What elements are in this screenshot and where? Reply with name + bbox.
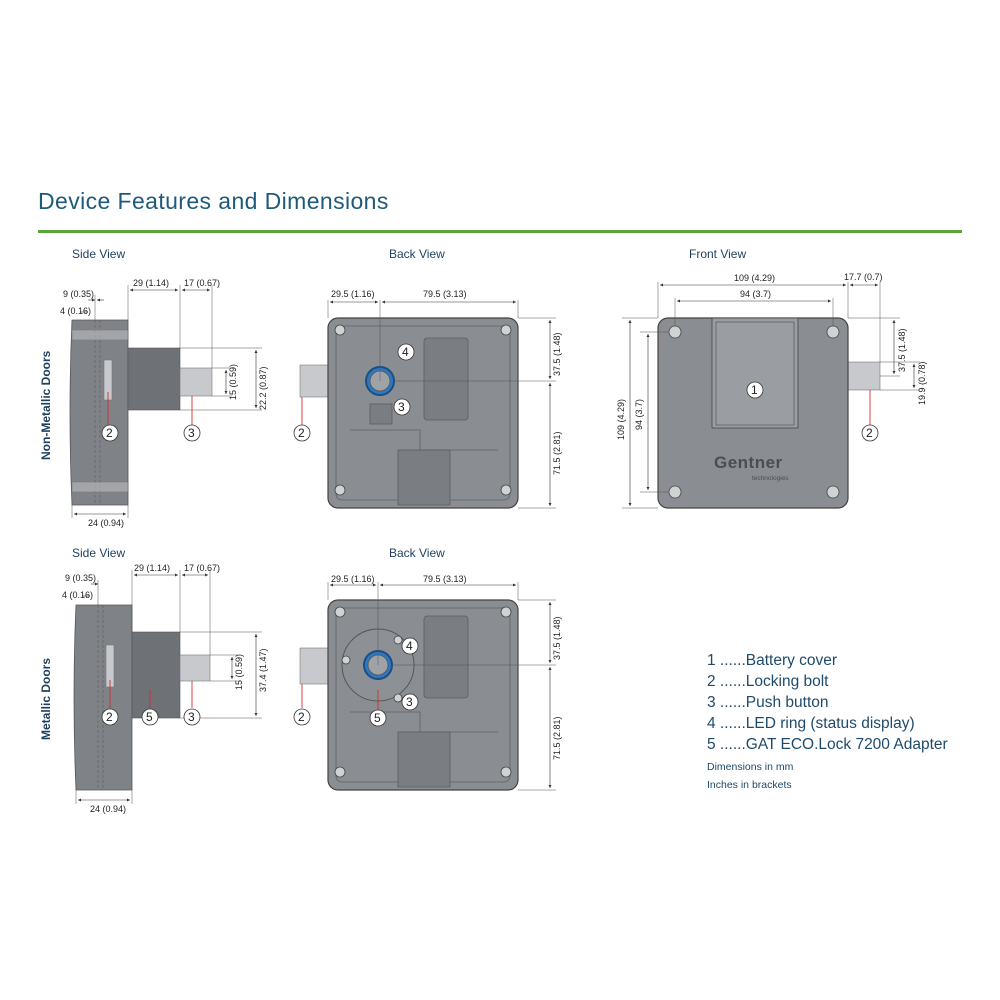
dim-17-bottom: 17 (0.67): [184, 563, 220, 573]
back-view-non-metallic: [299, 317, 519, 509]
dim-22-top: 22.2 (0.87): [258, 366, 268, 410]
dim-4-bottom: 4 (0.16): [62, 590, 93, 600]
dim-17-7: 17.7 (0.7): [844, 272, 883, 282]
callout-3-back-bottom: 3: [406, 695, 413, 709]
page-title: Device Features and Dimensions: [38, 188, 389, 214]
dim-19-9: 19.9 (0.78): [917, 361, 927, 405]
brand-sub: technologies: [752, 475, 789, 482]
callout-3-back-top: 3: [398, 400, 405, 414]
legend-note-units: Dimensions in mm: [707, 761, 794, 773]
callout-3-side-bottom: 3: [188, 710, 195, 724]
back-view-metallic: [299, 599, 519, 791]
front-view-title: Front View: [689, 247, 746, 261]
dim-37-4: 37.4 (1.47): [258, 648, 268, 692]
dim-79-5-top: 79.5 (3.13): [423, 289, 467, 299]
dim-4-top: 4 (0.16): [60, 306, 91, 316]
legend-item-1: 1 ......Battery cover: [707, 652, 837, 669]
callout-5-side: 5: [146, 710, 153, 724]
dim-17-top: 17 (0.67): [184, 278, 220, 288]
callout-2-front: 2: [866, 426, 873, 440]
dim-94-horizontal: 94 (3.7): [740, 289, 771, 299]
legend-item-3: 3 ......Push button: [707, 694, 829, 711]
callout-4-back-bottom: 4: [406, 639, 413, 653]
brand-logo: Gentner: [714, 453, 783, 472]
legend-item-2: 2 ......Locking bolt: [707, 673, 829, 690]
dim-94-vertical: 94 (3.7): [634, 399, 644, 430]
dim-29-5-bottom: 29.5 (1.16): [331, 574, 375, 584]
dim-71-5-bottom: 71.5 (2.81): [552, 716, 562, 760]
callout-3-side-top: 3: [188, 426, 195, 440]
dim-37-5-bottom: 37.5 (1.48): [552, 616, 562, 660]
legend-item-4: 4 ......LED ring (status display): [707, 715, 915, 732]
legend-item-5: 5 ......GAT ECO.Lock 7200 Adapter: [707, 736, 948, 753]
side-view-metallic: [73, 604, 211, 791]
dim-29-top: 29 (1.14): [133, 278, 169, 288]
legend: 1 ......Battery cover 2 ......Locking bo…: [707, 652, 948, 791]
dim-29-5-top: 29.5 (1.16): [331, 289, 375, 299]
side-view-non-metallic: [69, 319, 213, 506]
callout-2-back-top: 2: [298, 426, 305, 440]
dim-37-5-front: 37.5 (1.48): [897, 328, 907, 372]
side-view-title-bottom: Side View: [72, 546, 125, 560]
front-view: Gentner technologies: [657, 317, 881, 509]
callout-2-side-bottom: 2: [106, 710, 113, 724]
legend-note-inches: Inches in brackets: [707, 779, 792, 791]
row-label-non-metallic: Non-Metallic Doors: [39, 350, 53, 460]
dim-79-5-bottom: 79.5 (3.13): [423, 574, 467, 584]
dim-71-5-top: 71.5 (2.81): [552, 431, 562, 475]
title-underline: [38, 230, 962, 233]
dim-29-bottom: 29 (1.14): [134, 563, 170, 573]
back-view-title-bottom: Back View: [389, 546, 445, 560]
dim-24-top: 24 (0.94): [88, 518, 124, 528]
dim-109-horizontal: 109 (4.29): [734, 273, 775, 283]
dim-9-top: 9 (0.35): [63, 289, 94, 299]
callout-1-front: 1: [751, 383, 758, 397]
dim-37-5-top: 37.5 (1.48): [552, 332, 562, 376]
callout-2-back-bottom: 2: [298, 710, 305, 724]
callout-4-back-top: 4: [402, 345, 409, 359]
dim-9-bottom: 9 (0.35): [65, 573, 96, 583]
dim-15-bottom: 15 (0.59): [234, 654, 244, 690]
dim-24-bottom: 24 (0.94): [90, 804, 126, 814]
callout-2-side-top: 2: [106, 426, 113, 440]
dim-15-top: 15 (0.59): [228, 364, 238, 400]
callout-5-back: 5: [374, 711, 381, 725]
side-view-title-top: Side View: [72, 247, 125, 261]
row-label-metallic: Metallic Doors: [39, 658, 53, 740]
back-view-title-top: Back View: [389, 247, 445, 261]
dim-109-vertical: 109 (4.29): [616, 399, 626, 440]
